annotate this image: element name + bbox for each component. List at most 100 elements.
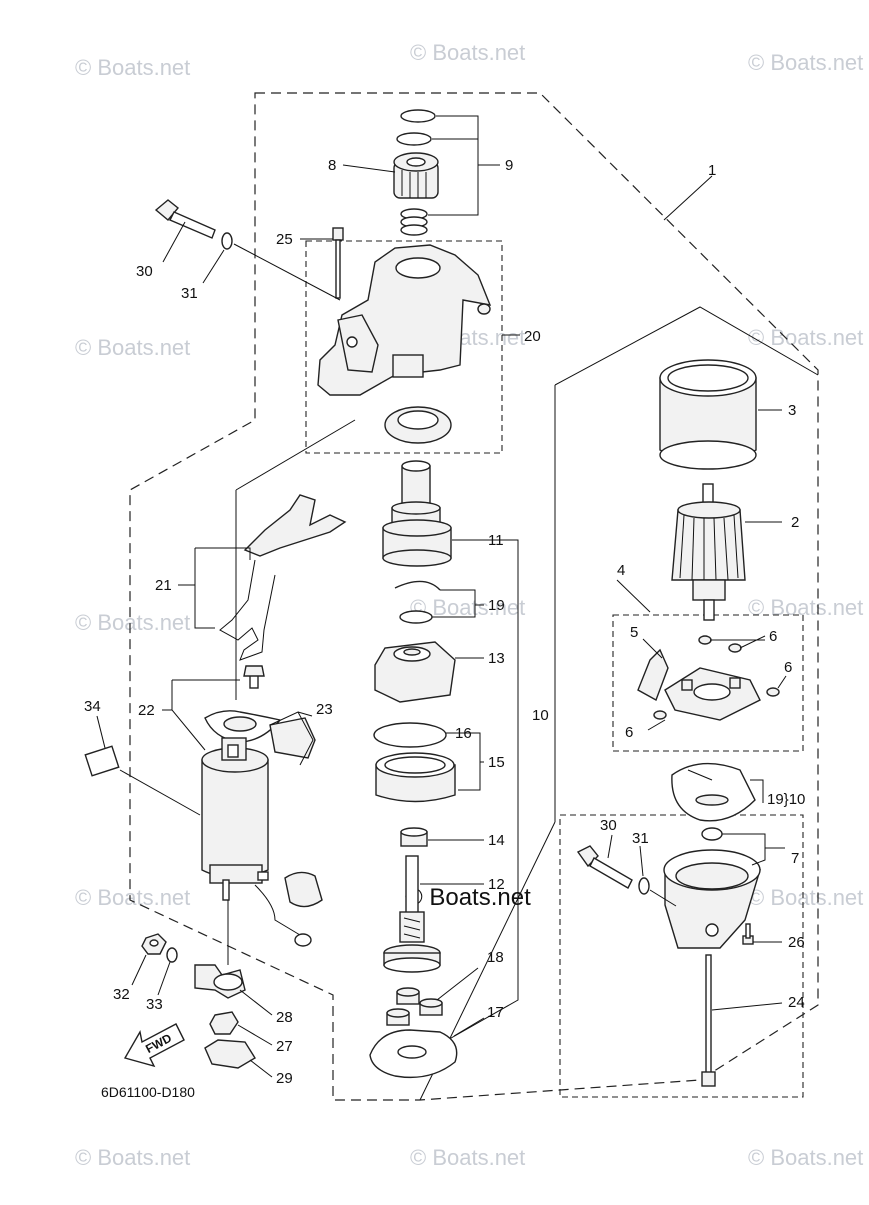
callout-13: 13 [488, 650, 505, 667]
watermark: © Boats.net [748, 50, 863, 75]
callout-2: 2 [791, 514, 799, 531]
leader-24 [711, 1002, 783, 1011]
leader-28 [239, 989, 273, 1016]
callout-23: 23 [316, 701, 333, 718]
callout-24: 24 [788, 994, 805, 1011]
shift-lever [219, 494, 347, 661]
leader-6c [777, 675, 787, 689]
callout-22: 22 [138, 702, 155, 719]
armature [671, 483, 746, 621]
leader-27 [237, 1024, 273, 1046]
watermark: © Boats.net [75, 885, 190, 910]
leader-19-rear [750, 779, 764, 803]
pinion-set [393, 109, 439, 236]
watermark: © Boats.net [748, 885, 863, 910]
callout-17: 17 [487, 1004, 504, 1021]
callout-32: 32 [113, 986, 130, 1003]
watermarks: © Boats.net © Boats.net © Boats.net © Bo… [75, 40, 863, 1170]
leader-8 [342, 164, 396, 173]
screw-26 [742, 923, 754, 945]
fwd-arrow-icon: FWD [123, 1023, 185, 1068]
callout-16: 16 [455, 725, 472, 742]
clutch-assembly [382, 460, 452, 567]
watermark: © Boats.net [410, 1145, 525, 1170]
callout-34: 34 [84, 698, 101, 715]
watermark-center: © Boats.net [405, 884, 531, 911]
leader-32 [131, 954, 147, 986]
callout-5: 5 [630, 624, 638, 641]
caution-label [84, 745, 120, 777]
callout-31: 31 [632, 830, 649, 847]
retainer-set [394, 580, 441, 624]
drive-cover [374, 641, 456, 703]
leader-18 [436, 967, 479, 1001]
rear-cover-box [559, 814, 804, 1098]
callout-14: 14 [488, 832, 505, 849]
callout-30: 30 [136, 263, 153, 280]
leader-33 [157, 961, 171, 996]
axis-line-21b [235, 419, 356, 491]
callout-27: 27 [276, 1038, 293, 1055]
callout-29: 29 [276, 1070, 293, 1087]
leader-7 [722, 833, 766, 866]
leader-21b [194, 548, 215, 629]
callout-12: 12 [488, 876, 505, 893]
solenoid [201, 665, 316, 947]
callout-30: 30 [600, 817, 617, 834]
leader-5 [642, 638, 663, 659]
rear-cover [663, 827, 761, 949]
leader-22b [171, 680, 206, 751]
bolt-axis-line-right [649, 889, 677, 907]
yoke [659, 359, 757, 470]
callout-20: 20 [524, 328, 541, 345]
planet-gears [386, 987, 443, 1026]
watermark: © Boats.net [75, 1145, 190, 1170]
callout-15: 15 [488, 754, 505, 771]
through-bolt [701, 954, 716, 1087]
bolt-30-top [154, 199, 233, 250]
callout-6: 6 [784, 659, 792, 676]
callout-25: 25 [276, 231, 293, 248]
callout-26: 26 [788, 934, 805, 951]
assembly-outline [129, 92, 819, 1101]
callout-6: 6 [769, 628, 777, 645]
diagram-code: 6D61100-D180 [101, 1084, 195, 1100]
group-line-10 [429, 539, 519, 1051]
ring-gear [373, 722, 456, 803]
watermark: © Boats.net [75, 335, 190, 360]
callout-10: 10 [532, 707, 549, 724]
brush-holder [637, 635, 780, 721]
watermark: © Boats.net [748, 1145, 863, 1170]
callout-1: 1 [708, 162, 716, 179]
watermark: © Boats.net [410, 40, 525, 65]
leader-23 [269, 711, 314, 766]
callout-19: 19 [488, 597, 505, 614]
leader-19 [432, 589, 476, 618]
watermark: © Boats.net [748, 595, 863, 620]
callout-9: 9 [505, 157, 513, 174]
callout-28: 28 [276, 1009, 293, 1026]
leader-29 [249, 1059, 273, 1078]
bolt-30-right [576, 845, 650, 895]
watermark: © Boats.net [75, 610, 190, 635]
callout-21: 21 [155, 577, 172, 594]
callout-19-10: 19}10 [767, 791, 805, 808]
watermark: © Boats.net [75, 55, 190, 80]
bolt-axis-line [233, 243, 341, 301]
leader-30-right [607, 834, 613, 859]
bolt-25 [332, 227, 344, 299]
leader-31-right [639, 845, 644, 877]
leader-30 [162, 221, 186, 263]
boot [284, 871, 323, 908]
leader-17 [453, 1017, 485, 1037]
bearing-14 [400, 827, 428, 847]
leader-21a [195, 547, 251, 560]
leader-6b [739, 635, 766, 649]
group-line [554, 306, 819, 386]
callout-labels: 1 2 3 4 5 6 6 6 7 8 9 10 11 12 13 14 15 … [84, 157, 805, 1087]
callout-3: 3 [788, 402, 796, 419]
leader-34 [96, 715, 106, 749]
callout-33: 33 [146, 996, 163, 1013]
